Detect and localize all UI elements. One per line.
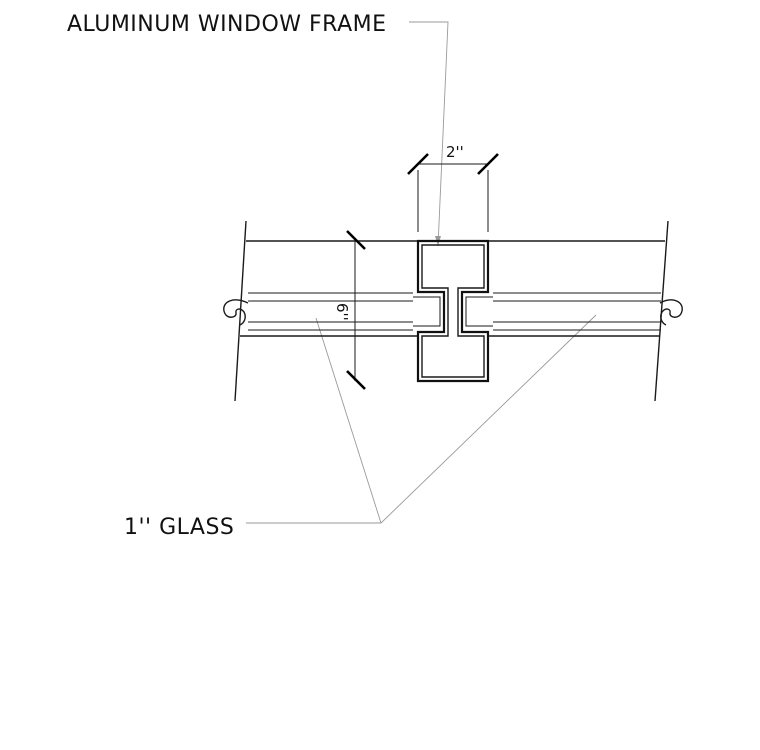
aluminum-mullion-frame <box>413 239 493 383</box>
dimension-tick <box>477 153 499 175</box>
mullion-inner-profile <box>421 244 485 378</box>
aluminum-frame-label: ALUMINUM WINDOW FRAME <box>67 12 387 37</box>
right-wall-break-edge <box>654 220 669 402</box>
frame-width-dimension: 2'' <box>407 143 499 232</box>
glass-leaders <box>246 314 597 524</box>
mullion-outer-profile <box>416 239 490 383</box>
wall-thickness-dimension-text: 6'' <box>333 303 351 321</box>
glass-label: 1'' GLASS <box>124 515 234 540</box>
left-wall-break-edge <box>234 220 247 402</box>
left-break-symbol <box>223 299 249 326</box>
frame-width-dimension-text: 2'' <box>446 143 464 161</box>
left-wall-section <box>223 220 418 402</box>
wall-thickness-dimension: 6'' <box>333 230 366 390</box>
dimension-tick <box>346 370 366 390</box>
left-glass-pocket <box>413 296 441 327</box>
right-glass-pocket <box>465 296 493 327</box>
right-wall-section <box>488 220 683 402</box>
dimension-tick <box>346 230 366 250</box>
dimension-tick <box>407 153 429 175</box>
frame-leader <box>409 21 449 247</box>
right-break-symbol <box>659 299 683 326</box>
